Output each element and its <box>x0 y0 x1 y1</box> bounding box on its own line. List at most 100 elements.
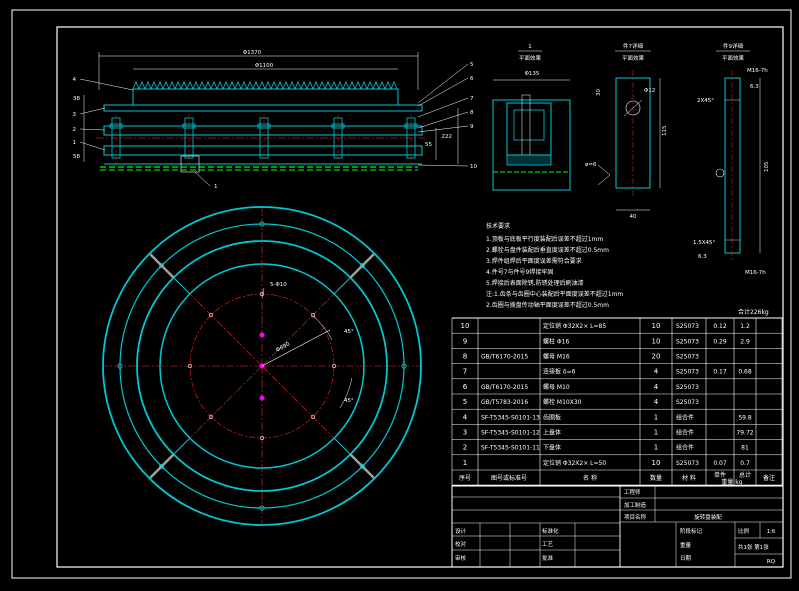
bom-code: SF-T5345-S0101-13 <box>481 414 540 421</box>
dim-p9-m16-bot: M16-7h <box>745 270 766 276</box>
tb-stage: 阶段标记 <box>680 527 703 535</box>
plan-holes-label: 5-Φ10 <box>270 282 287 288</box>
plan-rib <box>349 453 375 479</box>
plan-outer-hole <box>359 463 366 470</box>
callout-4: 4 <box>73 77 77 83</box>
tb-company-b: 加工制造 <box>624 501 647 509</box>
callout-9: 9 <box>470 124 474 130</box>
bom-no: 6 <box>463 383 468 391</box>
bom-material: 组合件 <box>676 429 694 437</box>
bom-h-code: 图号或标准号 <box>491 474 527 482</box>
callout-10: 10 <box>470 164 477 170</box>
bom-unit-wt: 0.07 <box>713 460 727 467</box>
plan-rib-inner <box>173 437 191 455</box>
center-mark-bottom <box>259 395 265 401</box>
bom-no: 10 <box>461 322 470 330</box>
dim-overall-outer: Φ1370 <box>243 50 262 56</box>
plan-bolt-hole <box>331 363 337 369</box>
bom-name: 上盘体 <box>543 429 561 437</box>
plan-bolt-hole <box>259 435 265 441</box>
dim-p7-115: 115 <box>662 125 668 136</box>
plan-bolt-hole <box>259 291 265 297</box>
dim-p9-chamfer-bot: 1.5X45° <box>693 240 716 246</box>
dim-sec-135: Φ135 <box>525 71 540 77</box>
bom-material: S25073 <box>676 369 699 376</box>
plan-outer-hole <box>259 505 265 511</box>
bom-name: 定位销 Φ32X2× L=85 <box>543 322 606 330</box>
bom-material: S25073 <box>676 338 699 345</box>
plan-rib-inner <box>333 437 351 455</box>
section-1-title: 1 <box>528 44 532 50</box>
bom-h-qty: 数量 <box>650 474 662 482</box>
dim-p9-63-top: 6.3 <box>750 84 759 90</box>
plan-rib-inner <box>333 277 351 295</box>
bom-no: 1 <box>463 459 467 467</box>
plan-rib <box>149 453 175 479</box>
tb-project: 项目名称 <box>624 513 647 521</box>
tb-sheet: 共1张 第1张 <box>738 543 769 551</box>
bom-code: SF-T5345-S0101-11 <box>481 445 540 452</box>
bom-name: 齿圈板 <box>543 413 561 421</box>
note-line: 4.件号7与件号9焊接牢固 <box>486 268 553 276</box>
bom-material: S25073 <box>676 460 699 467</box>
plan-rib-inner <box>173 277 191 295</box>
bom-qty: 1 <box>654 429 658 437</box>
bom-qty: 1 <box>654 413 658 421</box>
notes-title: 技术要求 <box>486 222 510 230</box>
gear-teeth-strip <box>132 88 399 106</box>
bom-total-wt: 79.72 <box>736 430 753 437</box>
bom-h-no: 序号 <box>459 474 471 482</box>
bom-total-wt: 59.8 <box>738 414 752 421</box>
bom-no: 5 <box>463 398 467 406</box>
plan-outer-hole <box>259 221 265 227</box>
callout-6: 6 <box>470 76 474 82</box>
note-line: 2.螺栓与盘件装配后垂直度误差不超过0.5mm <box>486 246 609 254</box>
plan-angle-2: 45° <box>344 398 354 404</box>
bom-h-remark: 备注 <box>763 474 775 482</box>
dim-p7-30: 30 <box>596 89 602 96</box>
dim-p7-40: 40 <box>630 214 637 220</box>
callout-3: 3 <box>73 112 77 118</box>
dim-p9-63-bot: 6.3 <box>698 254 707 260</box>
plan-outer-hole <box>359 262 366 269</box>
dim-right-222: 222 <box>442 134 453 140</box>
bom-unit-wt: 0.17 <box>713 369 727 376</box>
plan-bolt-hole <box>208 312 214 318</box>
bom-unit-wt: 0.29 <box>713 338 727 345</box>
drawing-outer-border <box>11 9 792 579</box>
bom-no: 9 <box>463 337 467 345</box>
tb-weight-label: 重量 <box>680 541 692 549</box>
part-9-subtitle: 平面效果 <box>722 54 745 62</box>
upper-ring-plate <box>103 125 423 136</box>
dim-left-38: 38 <box>73 96 80 102</box>
plan-outer-hole <box>117 363 123 369</box>
drawing-inner-border <box>56 26 784 568</box>
bom-unit-wt: 0.12 <box>713 323 727 330</box>
plan-ribs <box>149 253 375 479</box>
plan-bolt-hole <box>208 414 214 420</box>
bom-material: S25073 <box>676 384 699 391</box>
technical-notes: 技术要求 1.顶板与底板平行度装配后误差不超过1mm2.螺栓与盘件装配后垂直度误… <box>486 222 623 309</box>
lower-ring-plate <box>103 145 423 156</box>
bom-total-wt: 1.2 <box>740 323 750 330</box>
bom-h-weight: 重量 kg <box>721 478 742 486</box>
dim-p9-length: 105 <box>764 161 770 172</box>
bom-h-material: 材 料 <box>682 474 696 482</box>
bom-no: 8 <box>463 353 467 361</box>
tb-scale-label: 比例 <box>738 527 750 535</box>
callout-1: 1 <box>73 140 77 146</box>
dim-p9-chamfer-top: 2X45° <box>697 98 714 104</box>
plan-outer-hole <box>401 363 407 369</box>
bom-name: 螺母 M16 <box>543 353 570 361</box>
bom-name: 定位销 Φ32X2× L=50 <box>543 459 606 467</box>
tb-scale: 1:6 <box>767 529 776 535</box>
note-line: 5.焊接后表面除锈,防锈处理后刷油漆 <box>486 279 584 287</box>
bom-material: S25073 <box>676 354 699 361</box>
bom-no: 2 <box>463 444 467 452</box>
plan-outer-hole <box>158 463 165 470</box>
bom-qty: 10 <box>652 322 661 330</box>
bom-no: 7 <box>463 368 467 376</box>
